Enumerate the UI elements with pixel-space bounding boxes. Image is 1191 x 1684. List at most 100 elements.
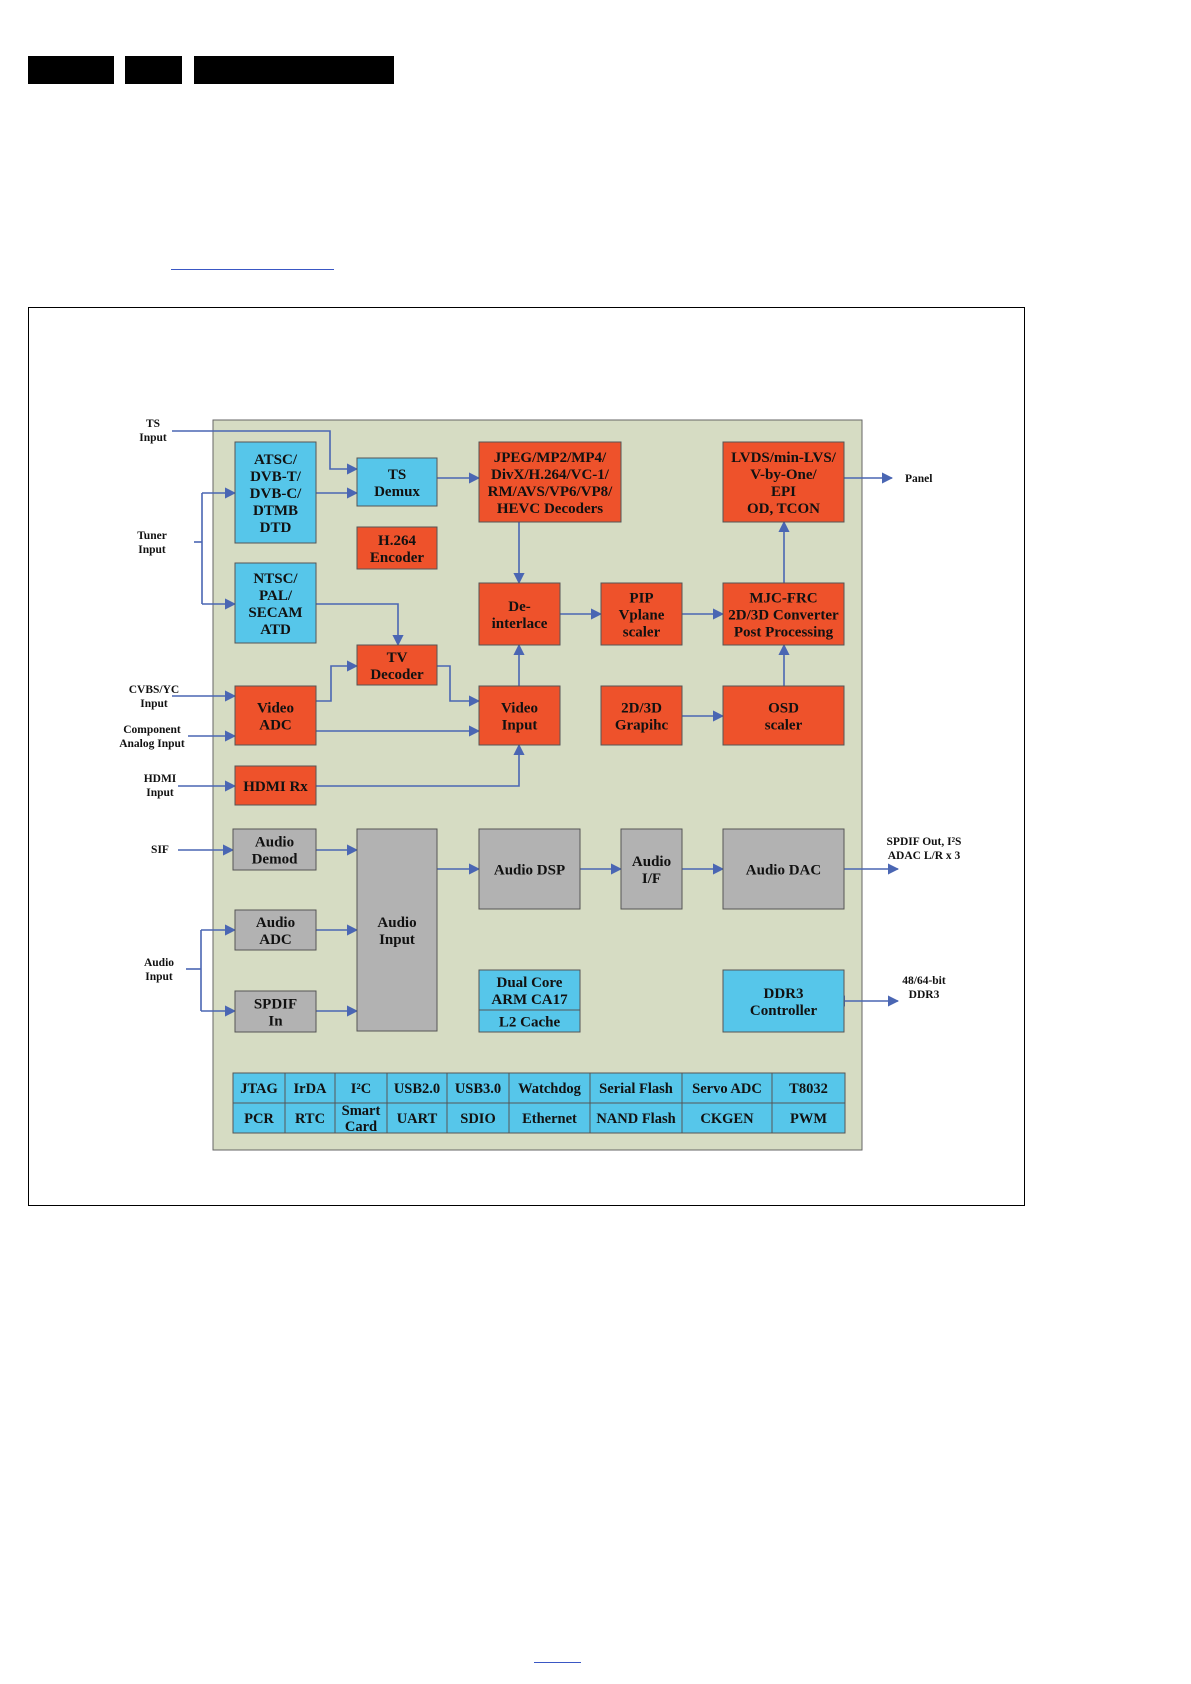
- block-pip: [600, 582, 683, 646]
- block-audio-dac: [722, 828, 845, 910]
- peripheral-label: USB3.0: [455, 1081, 501, 1097]
- signal-arrow: [316, 660, 359, 702]
- peripheral-label: UART: [397, 1111, 438, 1127]
- peripheral-label: Ethernet: [522, 1111, 577, 1127]
- peripheral-cell: [284, 1072, 336, 1104]
- signal-arrow: [172, 430, 359, 475]
- block-audio-input: [356, 828, 438, 1032]
- peripheral-cell: [334, 1072, 388, 1104]
- block-lvds: [722, 441, 845, 523]
- peripheral-cell: [771, 1072, 846, 1104]
- block-h264: [356, 526, 438, 570]
- peripheral-cell: [386, 1072, 448, 1104]
- peripheral-label: NAND Flash: [596, 1111, 675, 1127]
- block-tv-decoder: [356, 644, 438, 686]
- block-atsc: [234, 441, 317, 544]
- peripheral-label: Serial Flash: [599, 1081, 673, 1097]
- page-link-underline[interactable]: [534, 1662, 581, 1663]
- output-label-panel: Panel: [905, 473, 932, 485]
- header-bar-1: [28, 56, 114, 84]
- link-underline[interactable]: [171, 269, 334, 270]
- signal-arrow: [437, 665, 481, 707]
- peripheral-cell: [386, 1102, 448, 1134]
- block-decoders: [478, 441, 622, 523]
- peripheral-cell: [232, 1102, 286, 1134]
- block-video-adc: [234, 685, 317, 746]
- peripheral-label: RTC: [295, 1111, 325, 1127]
- input-label-sif: SIF: [151, 844, 169, 856]
- signal-arrow: [316, 743, 525, 787]
- block-audio-dac-label: Audio DAC: [746, 862, 821, 878]
- block-osd: [722, 685, 845, 746]
- peripheral-label: USB2.0: [394, 1081, 440, 1097]
- block-audio-dsp: [478, 828, 581, 910]
- block-deinterlace-label: De-interlace: [492, 599, 548, 632]
- block-decoders-label: JPEG/MP2/MP4/DivX/H.264/VC-1/RM/AVS/VP6/…: [488, 450, 614, 517]
- block-audio-if: [620, 828, 683, 910]
- block-deinterlace: [478, 582, 561, 646]
- peripheral-cell: [589, 1102, 683, 1134]
- block-mjc: [722, 582, 845, 646]
- block-video-input: [478, 685, 561, 746]
- peripheral-label: PWM: [790, 1111, 827, 1127]
- peripheral-label: CKGEN: [700, 1111, 754, 1127]
- signal-arrow: [316, 603, 404, 647]
- block-audio-adc: [234, 909, 317, 951]
- block-hdmi-rx: [234, 765, 317, 806]
- peripheral-cell: [771, 1102, 846, 1134]
- figure-frame: [28, 307, 1025, 1206]
- block-l2: [478, 1009, 581, 1033]
- block-hdmi-rx-label: HDMI Rx: [243, 779, 308, 795]
- block-audio-dsp-label: Audio DSP: [494, 862, 565, 878]
- block-ts-demux: [356, 457, 438, 507]
- peripheral-label: T8032: [789, 1081, 828, 1097]
- header-bar-2: [125, 56, 182, 84]
- peripheral-label: IrDA: [293, 1081, 327, 1097]
- block-graphic: [600, 685, 683, 746]
- peripheral-label: JTAG: [240, 1081, 278, 1097]
- peripheral-label: Watchdog: [518, 1081, 582, 1097]
- header-bar-3: [194, 56, 394, 84]
- block-ddr3: [722, 969, 845, 1033]
- peripheral-cell: [589, 1072, 683, 1104]
- peripheral-cell: [508, 1072, 591, 1104]
- peripheral-label: PCR: [244, 1111, 274, 1127]
- peripheral-cell: [681, 1102, 773, 1134]
- peripheral-cell: [284, 1102, 336, 1134]
- block-audio-demod: [232, 828, 317, 871]
- block-ntsc: [234, 562, 317, 644]
- peripheral-label: SDIO: [460, 1111, 495, 1127]
- block-spdif-in: [234, 990, 317, 1033]
- peripheral-cell: [446, 1102, 510, 1134]
- peripheral-label: Servo ADC: [692, 1081, 762, 1097]
